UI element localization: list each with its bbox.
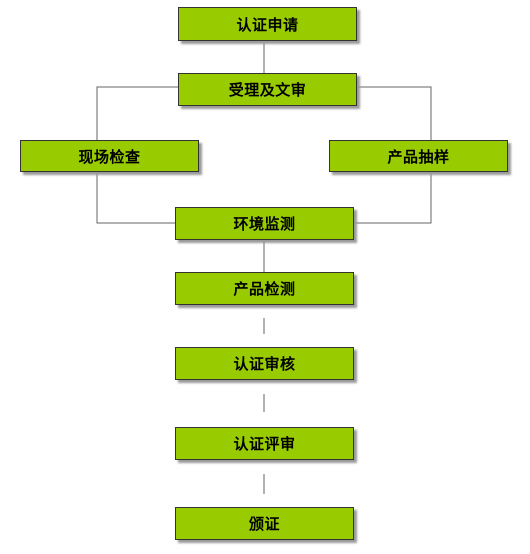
node-certification-application: 认证申请 [178, 7, 357, 41]
node-onsite-inspection: 现场检查 [20, 140, 199, 172]
connector-review-sampling [356, 86, 432, 140]
node-certification-evaluation: 认证评审 [175, 427, 354, 460]
connector-sampling-environment [354, 171, 432, 224]
node-acceptance-document-review: 受理及文审 [178, 73, 357, 106]
node-certificate-issuance: 颁证 [175, 507, 354, 540]
node-product-sampling: 产品抽样 [329, 140, 508, 172]
connector-review-onsite [96, 86, 178, 140]
node-certification-audit: 认证审核 [175, 347, 354, 380]
connector-onsite-environment [96, 171, 175, 224]
node-environmental-monitoring: 环境监测 [175, 207, 354, 240]
node-product-testing: 产品检测 [175, 272, 354, 305]
